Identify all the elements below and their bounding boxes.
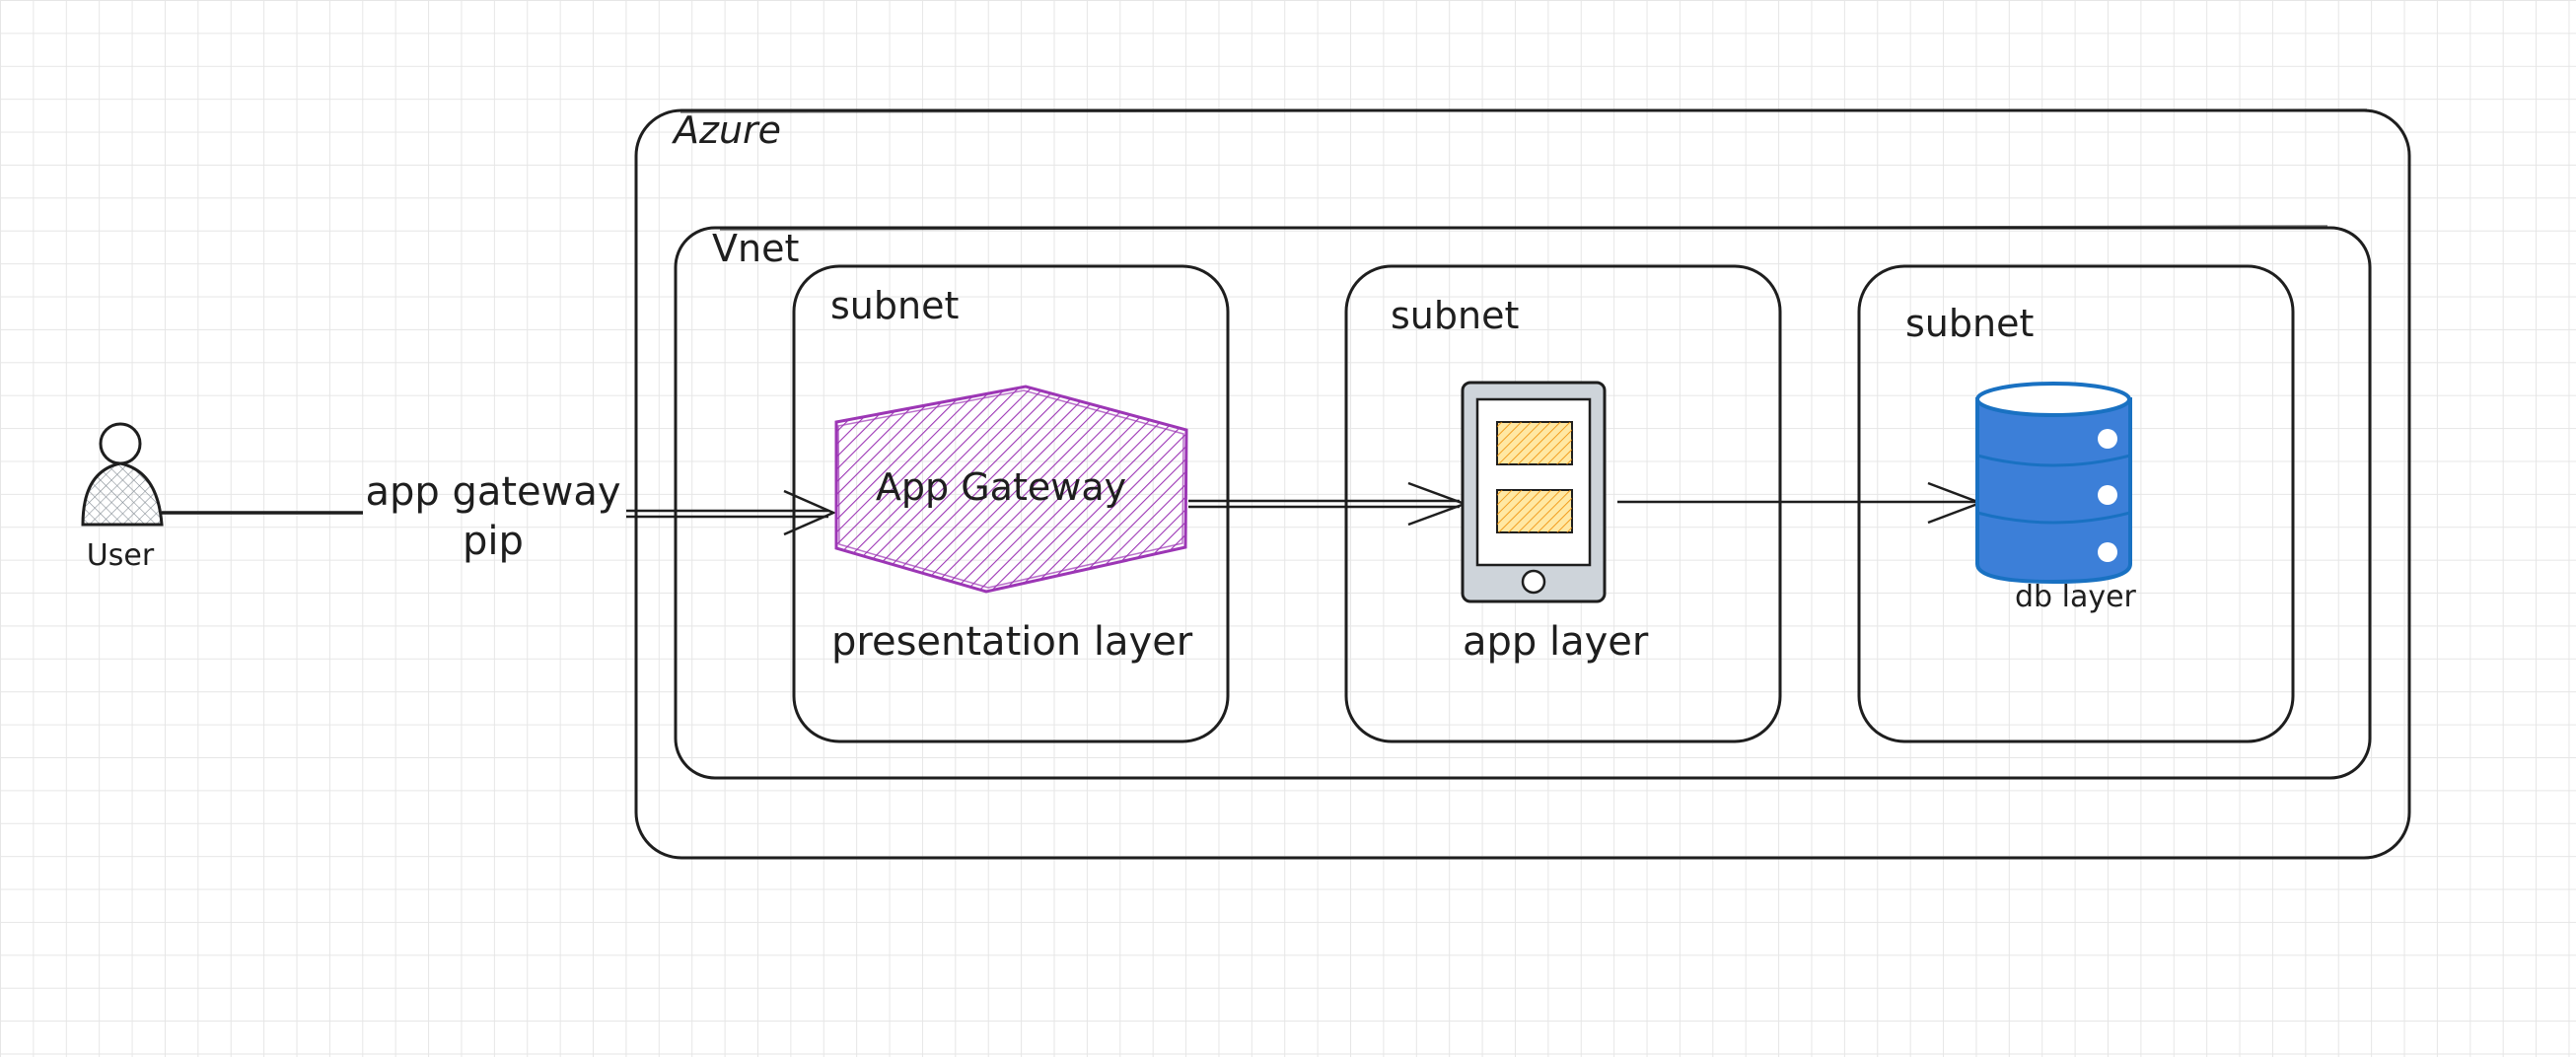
presentation-layer-label: presentation layer [831,619,1193,665]
subnet-label-app: subnet [1391,294,1520,337]
arrow-to-app [1188,481,1468,527]
user-label: User [86,538,155,573]
subnet-presentation[interactable] [792,264,1230,743]
connector-label: app gateway pip [365,469,621,564]
azure-label: Azure [674,108,782,152]
user-icon[interactable] [81,422,164,527]
hexagon-icon[interactable] [834,385,1188,594]
arrow-to-gateway [626,489,837,536]
subnet-db[interactable] [1857,264,2295,743]
subnet-label-presentation: subnet [830,284,960,327]
database-icon[interactable] [1975,382,2132,585]
subnet-app[interactable] [1344,264,1782,743]
subnet-label-db: subnet [1905,302,2035,345]
arrow-to-db [1617,481,1984,525]
app-layer-label: app layer [1463,619,1649,665]
db-layer-label: db layer [2015,580,2136,614]
vnet-label: Vnet [712,227,800,270]
app-gateway-label: App Gateway [875,465,1127,509]
mobile-device-icon[interactable] [1461,381,1607,603]
